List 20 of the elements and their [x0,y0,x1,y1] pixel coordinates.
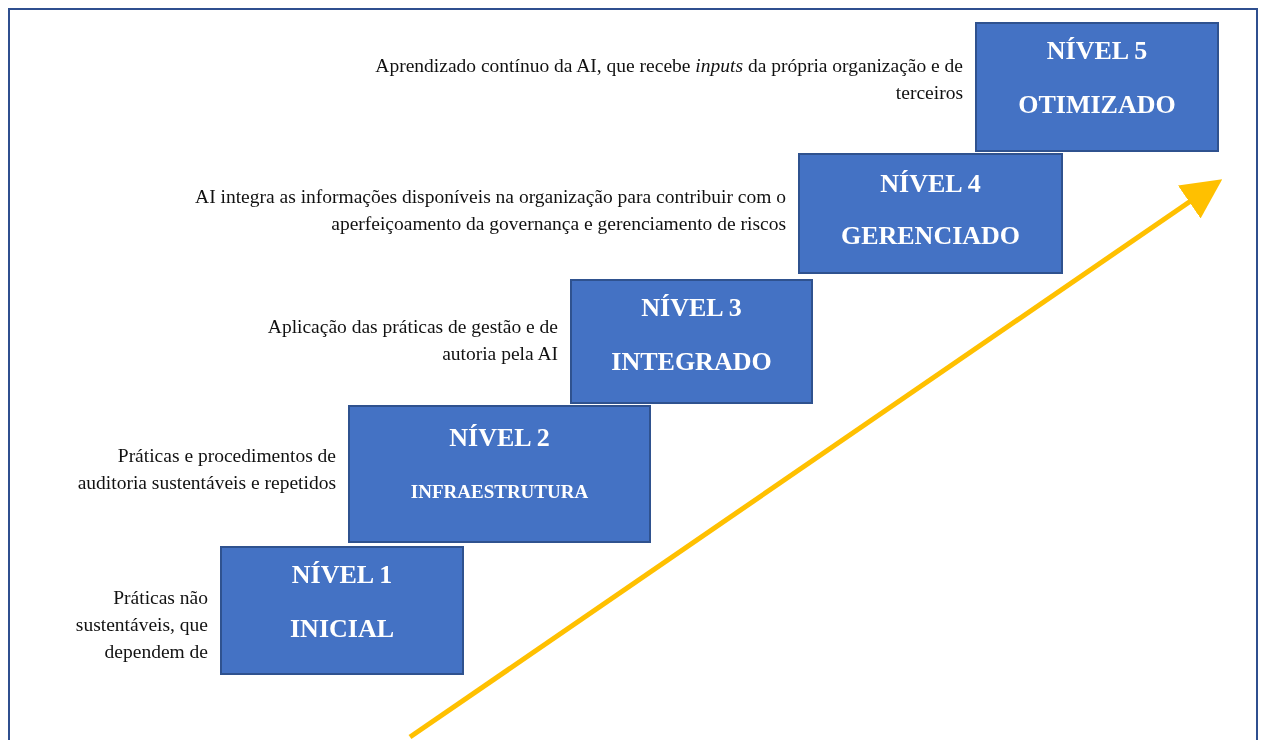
level-description: Práticas e procedimentos de auditoria sustentáveis e repetidos [76,444,336,495]
level-description: Práticas não sustentáveis, que dependem de [74,586,208,664]
level-number: NÍVEL 5 [1045,36,1149,66]
level-description: AI integra as informações disponíveis na organização para contribuir com o aperfeiçoamento da governança e gerenciamento de riscos [194,185,786,236]
level-box [570,279,813,404]
level-name: INTEGRADO [610,347,773,377]
level-box [798,153,1063,274]
level-number: NÍVEL 1 [290,560,394,590]
level-name: INICIAL [289,614,395,644]
level-number: NÍVEL 4 [879,169,982,199]
level-box [975,22,1219,152]
level-name: OTIMIZADO [1017,90,1177,120]
level-description: Aplicação das práticas de gestão e de autoria pela AI [266,315,558,366]
level-name: INFRAESTRUTURA [409,481,590,503]
level-name: GERENCIADO [839,221,1022,251]
level-description: Aprendizado contínuo da AI, que recebe inputs da própria organização e de terceiros [374,54,963,105]
level-box [348,405,651,543]
level-number: NÍVEL 3 [640,293,743,323]
level-number: NÍVEL 2 [448,423,551,453]
level-box [220,546,464,675]
